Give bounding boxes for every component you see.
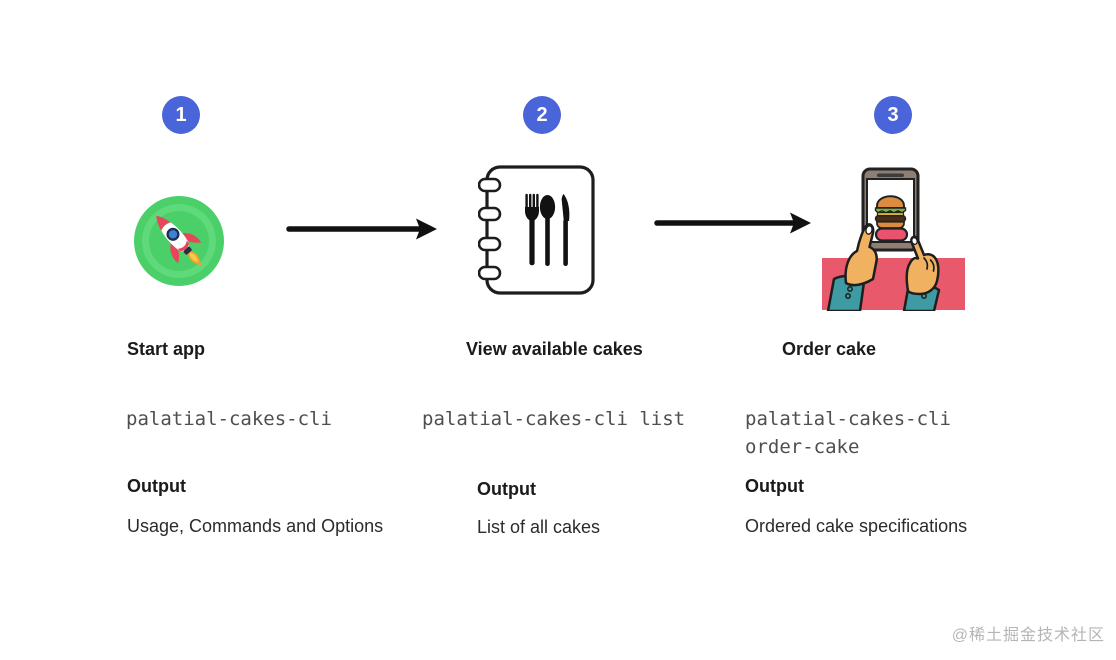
step-3-output-label: Output bbox=[745, 476, 804, 496]
step-1-number-badge: 1 bbox=[162, 96, 200, 134]
step-3-number-badge: 3 bbox=[874, 96, 912, 134]
step-1-title: Start app bbox=[127, 339, 206, 359]
watermark: @稀土掘金技术社区 bbox=[951, 627, 1105, 644]
step-3-output-value: Ordered cake specifications bbox=[745, 516, 968, 536]
arrow-right-icon bbox=[286, 218, 437, 240]
step-2-output-value: List of all cakes bbox=[477, 517, 601, 537]
step-3-command: palatial-cakes-cli order-cake bbox=[745, 405, 951, 461]
menu-book-icon bbox=[478, 165, 595, 295]
step-1-output-label: Output bbox=[127, 476, 186, 496]
arrow-right-icon bbox=[654, 212, 811, 234]
step-2-title: View available cakes bbox=[466, 339, 643, 359]
step-2-number-badge: 2 bbox=[523, 96, 561, 134]
rocket-launch-icon bbox=[134, 196, 224, 286]
step-3-command-line-2: order-cake bbox=[745, 436, 860, 458]
step-2-command: palatial-cakes-cli list bbox=[422, 408, 686, 430]
step-1-output-value: Usage, Commands and Options bbox=[127, 516, 384, 536]
step-3-title: Order cake bbox=[782, 339, 877, 359]
step-2-output-label: Output bbox=[477, 479, 536, 499]
order-phone-icon bbox=[822, 167, 965, 311]
step-3-command-line-1: palatial-cakes-cli bbox=[745, 408, 951, 430]
step-1-command: palatial-cakes-cli bbox=[126, 408, 332, 430]
